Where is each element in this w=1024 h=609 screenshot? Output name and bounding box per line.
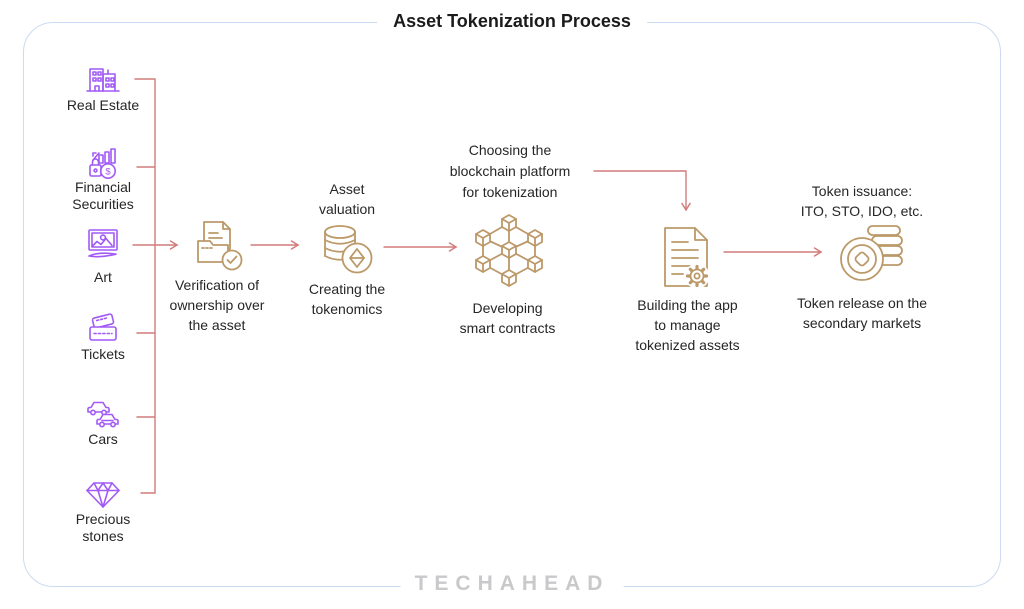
document-gear-icon	[664, 227, 710, 289]
step-label-token-release: Token release on the secondary markets	[797, 295, 927, 331]
step-label-token-issuance: Token issuance: ITO, STO, IDO, etc.	[800, 183, 924, 219]
cars-icon	[87, 401, 119, 428]
step-label-creating-tokenomics: Creating the tokenomics	[308, 281, 386, 317]
asset-label-real-estate: Real Estate	[66, 97, 140, 113]
svg-text:$: $	[105, 166, 111, 177]
asset-label-financial-securities: Financial Securities	[72, 179, 134, 212]
asset-label-art: Art	[94, 269, 112, 285]
step-label-building-app: Building the app to manage tokenized ass…	[635, 297, 740, 353]
art-frame-icon	[88, 229, 118, 258]
diamond-icon	[86, 482, 120, 508]
blockchain-network-icon	[475, 214, 543, 287]
document-shield-icon	[197, 221, 243, 271]
step-label-developing-contracts: Developing smart contracts	[459, 300, 556, 336]
coin-stack-crypto-icon	[324, 225, 373, 274]
financial-securities-icon: $	[89, 148, 116, 179]
step-label-verification: Verification of ownership over the asset	[169, 277, 265, 333]
page-title: Asset Tokenization Process	[377, 7, 647, 35]
asset-label-tickets: Tickets	[81, 346, 125, 362]
arrow-platform-to-app	[593, 170, 691, 212]
asset-label-cars: Cars	[88, 431, 118, 447]
tickets-icon	[89, 313, 117, 341]
step-label-choosing-platform: Choosing the blockchain platform for tok…	[449, 142, 571, 200]
asset-bus-line	[134, 78, 156, 494]
token-coins-icon	[840, 225, 903, 281]
asset-label-precious-stones: Precious stones	[75, 511, 131, 544]
techahead-logo: TECHAHEAD	[400, 571, 624, 597]
building-icon	[86, 68, 120, 92]
step-label-asset-valuation: Asset valuation	[318, 181, 376, 217]
